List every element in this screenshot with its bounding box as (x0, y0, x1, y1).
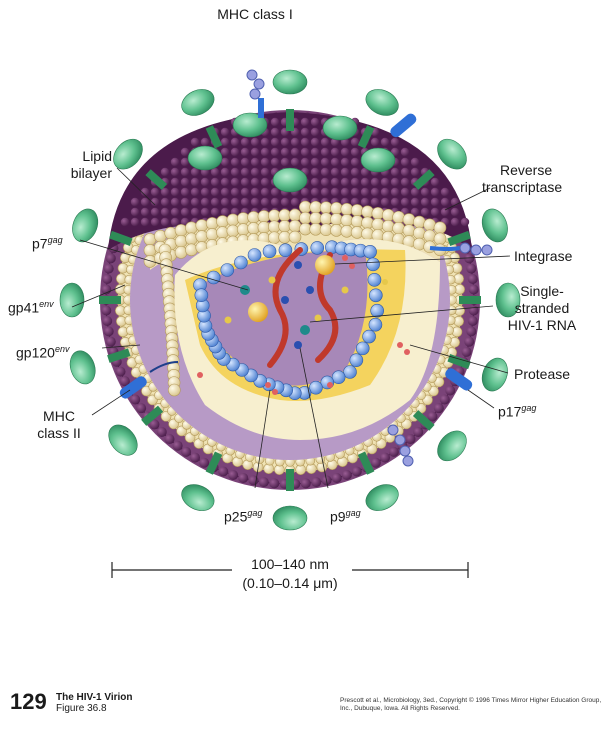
integrase-icon (315, 255, 335, 275)
mhc-class-i-lower-icon (387, 424, 414, 467)
label-gp41-env: gp41env (8, 299, 54, 316)
label-integrase: Integrase (514, 248, 573, 264)
internal-proteins (197, 255, 410, 395)
scale-label: 100–140 nm (0.10–0.14 μm) (242, 556, 338, 591)
figure-title: The HIV-1 Virion (56, 692, 133, 703)
label-p17-gag: p17gag (498, 403, 537, 420)
mhc-blue-capsule-right-icon (445, 368, 473, 391)
mhc-class-ii-icon (119, 361, 179, 399)
label-p7-gag: p7gag (32, 235, 63, 252)
mhc-class-i-right-icon (429, 242, 493, 256)
envelope-glycoproteins (59, 69, 521, 531)
leader-lines (71, 167, 511, 489)
label-protease: Protease (514, 366, 571, 382)
label-p25-gag: p25gag (224, 508, 263, 525)
reverse-transcriptase-icon (248, 302, 268, 322)
label-p9-gag: p9gag (330, 508, 361, 525)
mhc-class-i-icon (246, 69, 265, 118)
copyright-notice: Prescott et al., Microbiology, 3ed., Cop… (340, 697, 602, 712)
mhc-blue-capsule-top-icon (390, 113, 417, 138)
figure-number: Figure 36.8 (56, 703, 107, 714)
scale-bar (111, 562, 469, 578)
label-gp120-env: gp120env (16, 344, 70, 361)
page-number: 129 (10, 689, 47, 714)
label-mhc-class-i: MHC class I (217, 6, 293, 22)
